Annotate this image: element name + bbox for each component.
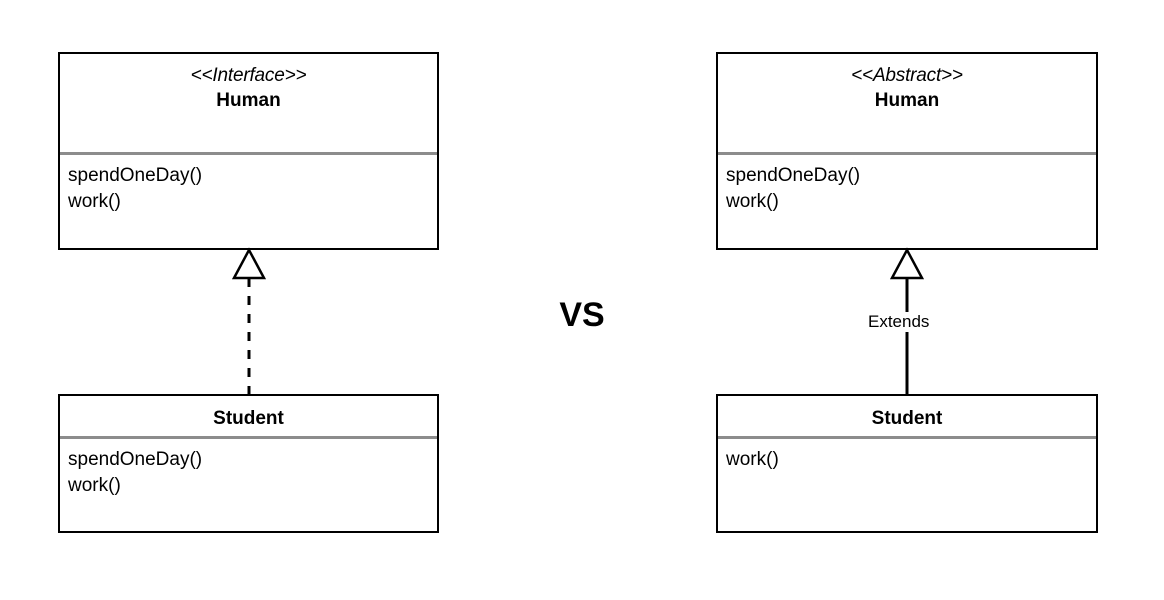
class-title: Student [871,408,943,429]
comparison-label: VS [559,296,605,334]
class-header: <<Interface>> Human [60,54,437,155]
class-box-student-left[interactable]: Student spendOneDay() work() [58,394,439,533]
class-member: work() [726,449,779,470]
class-members: spendOneDay() work() [60,155,437,248]
class-stereotype: <<Interface>> [190,65,307,86]
class-member: spendOneDay() [726,165,861,186]
class-member: spendOneDay() [68,449,203,470]
connector-realization [231,247,267,394]
class-header: Student [718,396,1096,439]
class-members: spendOneDay() work() [718,155,1096,248]
class-title: Human [874,90,940,111]
class-member: work() [68,191,121,212]
class-member: work() [726,191,779,212]
hollow-triangle-arrowhead [231,247,267,280]
class-title: Student [213,408,284,429]
hollow-triangle-arrowhead [889,247,925,280]
class-members: spendOneDay() work() [60,439,437,531]
class-header: Student [60,396,437,439]
class-member: work() [68,475,121,496]
class-box-student-right[interactable]: Student work() [716,394,1098,533]
relationship-label-extends: Extends [866,312,932,332]
class-stereotype: <<Abstract>> [851,65,963,86]
class-box-interface-human[interactable]: <<Interface>> Human spendOneDay() work() [58,52,439,250]
class-box-abstract-human[interactable]: <<Abstract>> Human spendOneDay() work() [716,52,1098,250]
class-members: work() [718,439,1096,531]
class-member: spendOneDay() [68,165,203,186]
connector-generalization [889,247,925,394]
class-header: <<Abstract>> Human [718,54,1096,155]
class-title: Human [216,90,281,111]
